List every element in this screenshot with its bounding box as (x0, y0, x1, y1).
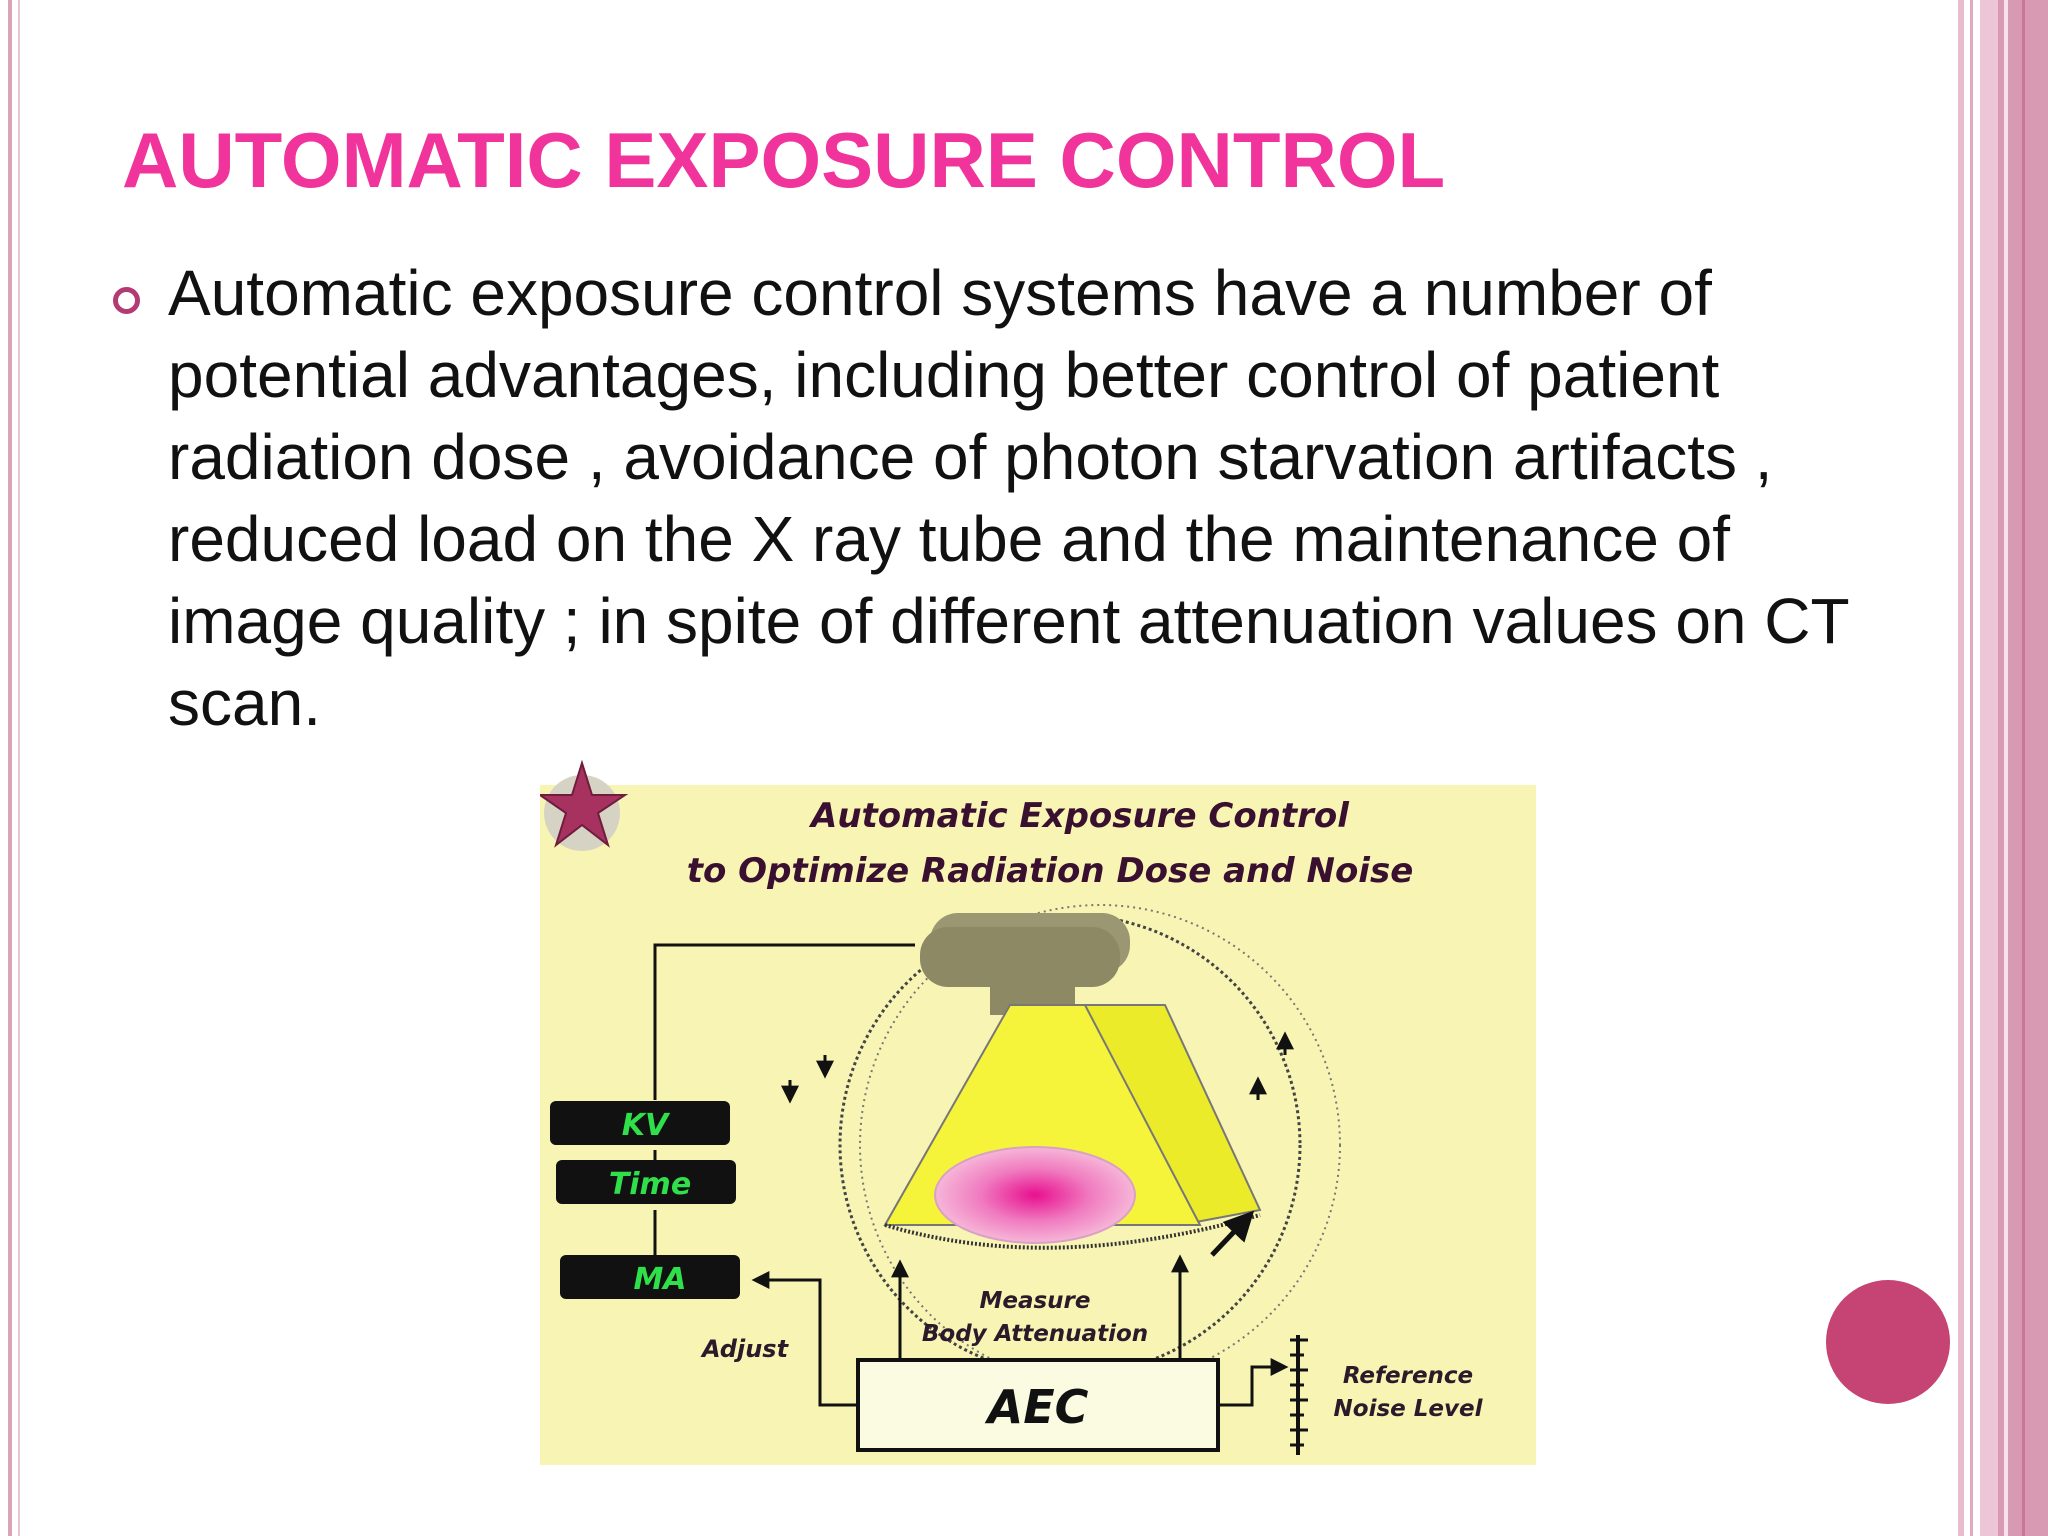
right-border-band (1970, 0, 1973, 1536)
svg-text:MA: MA (633, 1262, 686, 1297)
reference-label-line1: Reference (1343, 1363, 1473, 1389)
kv-label-box: KV (550, 1101, 730, 1145)
noise-level-scale (1290, 1335, 1308, 1455)
right-border-band (1980, 0, 1998, 1536)
right-border-band (2004, 0, 2008, 1536)
slide-title: AUTOMATIC EXPOSURE CONTROL (122, 116, 1446, 204)
left-border-line (8, 0, 12, 1536)
diagram-title-line2: to Optimize Radiation Dose and Noise (687, 851, 1414, 891)
aec-box: AEC (856, 1358, 1220, 1452)
measure-label-line1: Measure (979, 1288, 1090, 1314)
time-label-box: Time (556, 1160, 736, 1204)
bullet-ring-icon (113, 287, 140, 314)
ma-label-box: MA (560, 1255, 740, 1299)
reference-label-line2: Noise Level (1334, 1396, 1484, 1422)
right-border-band (1958, 0, 1964, 1536)
diagram-title-line1: Automatic Exposure Control (808, 796, 1350, 836)
gantry-orbit (859, 904, 1341, 1386)
right-border-band (2022, 0, 2025, 1536)
bullet-text: Automatic exposure control systems have … (168, 257, 1849, 739)
svg-text:KV: KV (622, 1108, 671, 1143)
aec-diagram: Automatic Exposure Control to Optimize R… (540, 759, 1536, 1465)
svg-text:Time: Time (609, 1167, 691, 1202)
adjust-label: Adjust (700, 1335, 790, 1363)
svg-text:AEC: AEC (985, 1380, 1089, 1434)
measure-label-line2: Body Attenuation (922, 1321, 1148, 1347)
left-border-line-inner (18, 0, 20, 1536)
decorative-circle (1826, 1280, 1950, 1404)
star-icon (540, 759, 629, 851)
patient-dose-region (935, 1147, 1135, 1243)
